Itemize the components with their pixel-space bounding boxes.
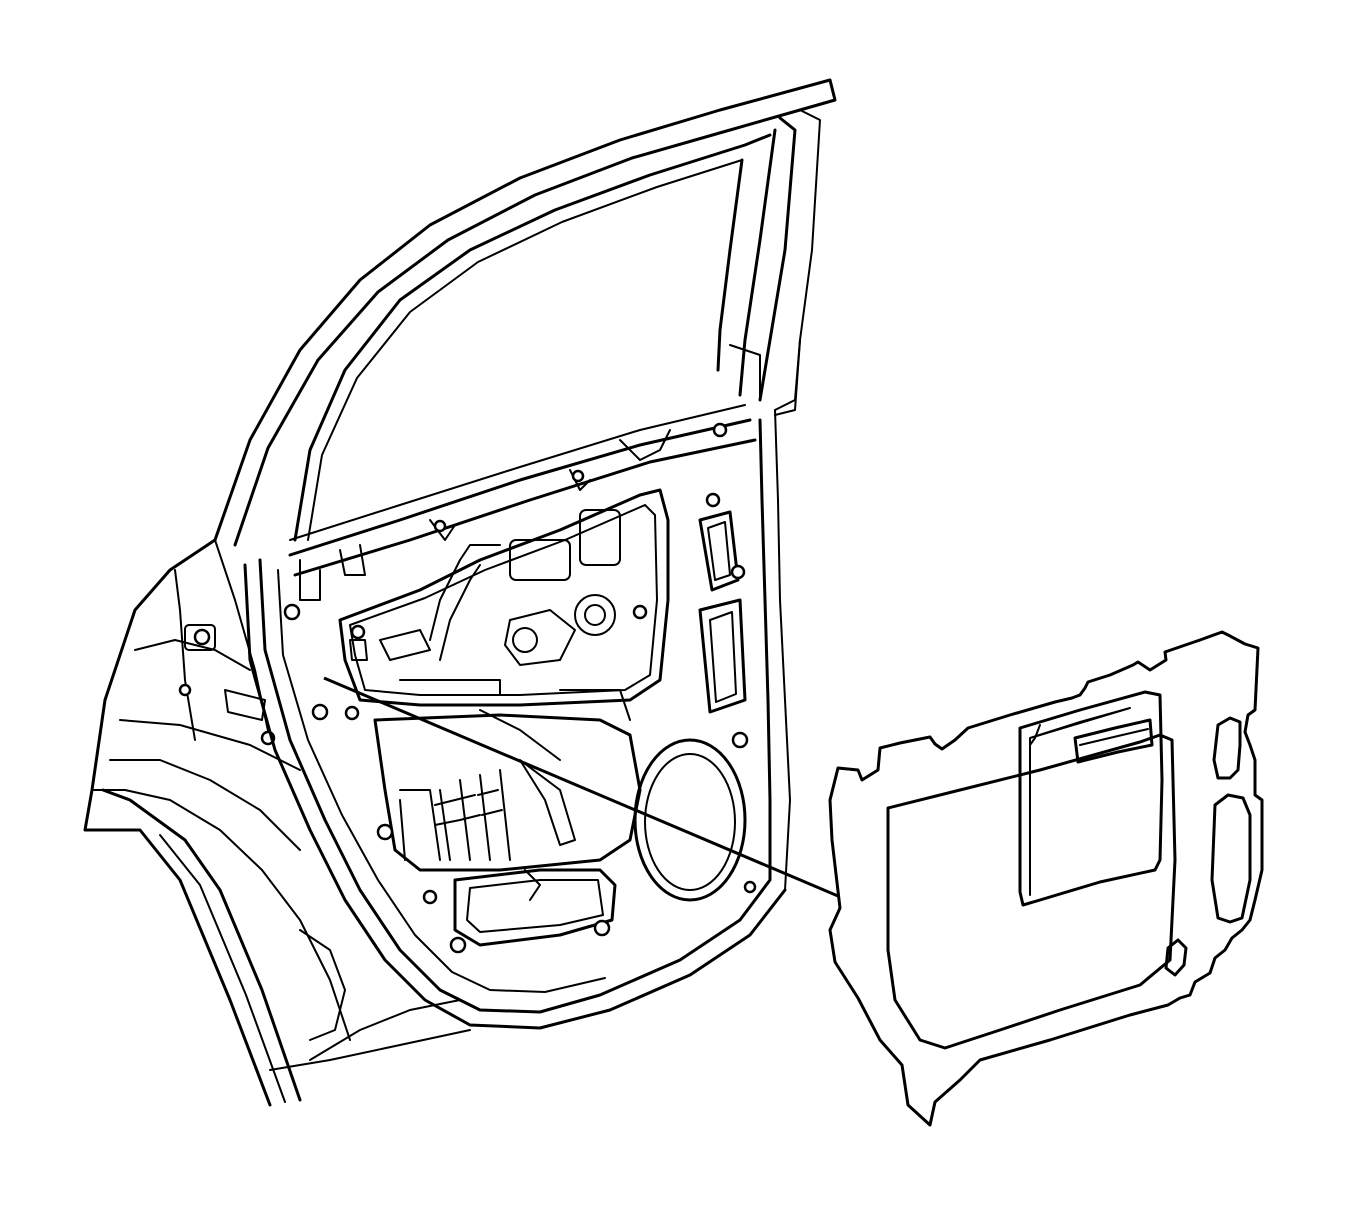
pillar: [83, 538, 461, 1107]
mounting-holes: [283, 422, 757, 954]
door-assembly: [83, 78, 837, 1107]
leader-line: [323, 676, 839, 898]
inner-panel: [299, 429, 747, 947]
water-deflector: [828, 630, 1264, 1127]
door-shell: [243, 409, 791, 1071]
window-frame: [213, 78, 837, 577]
